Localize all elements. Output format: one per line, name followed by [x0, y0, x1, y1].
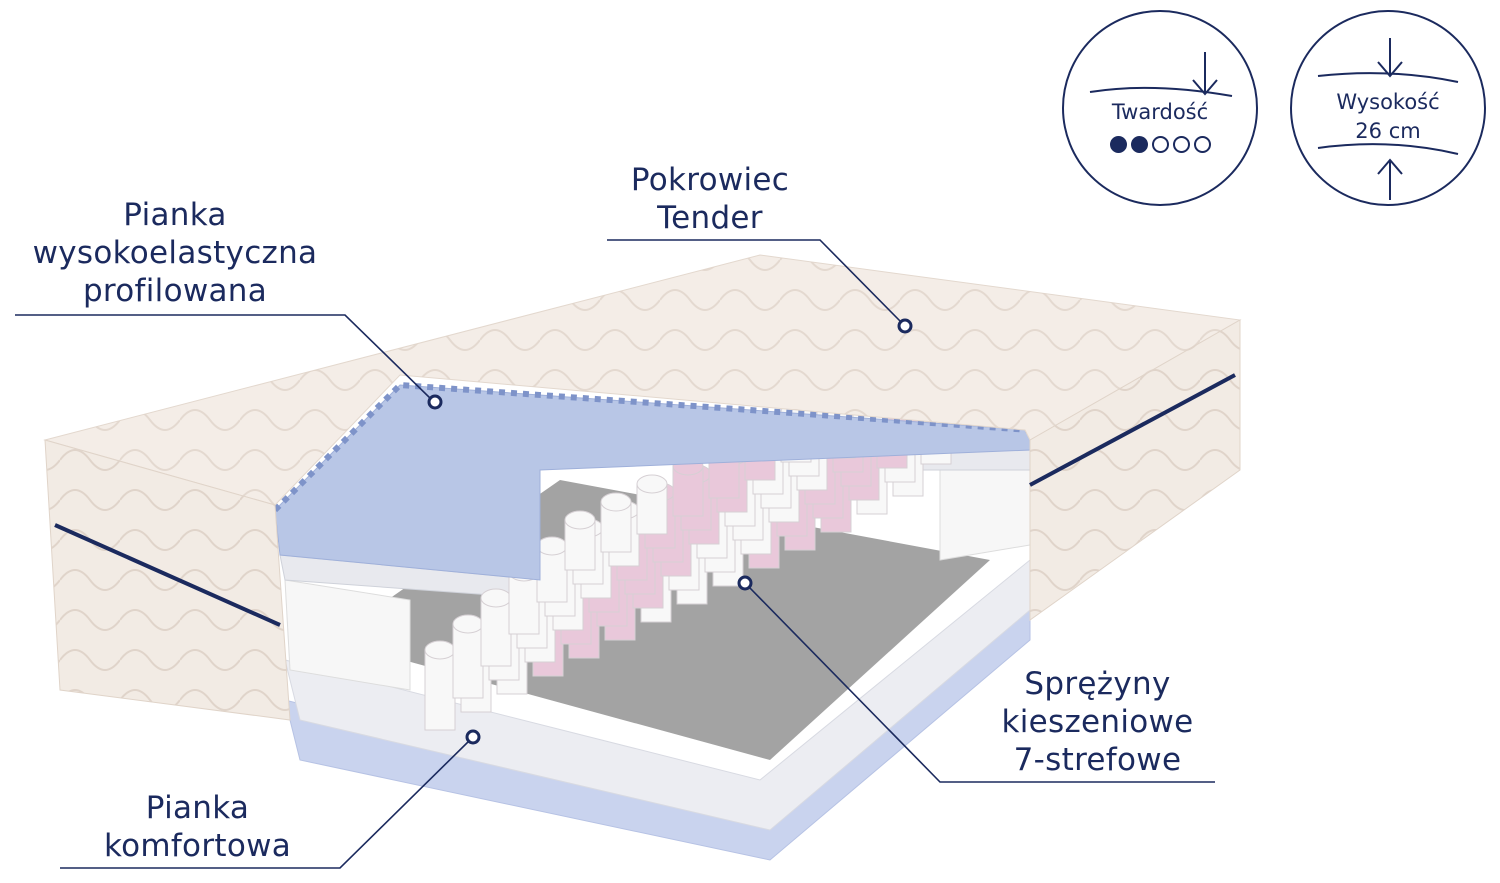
label-line: Sprężyny	[1024, 666, 1171, 702]
callout-dot-cover	[897, 318, 913, 334]
side-foam-block-left	[284, 579, 411, 691]
callout-line-comfort-foam	[60, 739, 471, 869]
firmness-dot-empty	[1193, 136, 1211, 153]
spring-top	[480, 588, 512, 608]
spring-top	[452, 614, 484, 634]
height-label: Wysokość	[1336, 90, 1440, 114]
label-line: Tender	[657, 200, 763, 236]
callout-dot-comfort-foam	[465, 729, 481, 745]
spring-pocket	[480, 597, 512, 667]
label-comfort-foam: Pianka komfortowa	[70, 789, 325, 865]
label-line: wysokoelastyczna	[32, 235, 318, 271]
spring-top	[564, 510, 596, 530]
label-line: Pianka	[145, 790, 250, 826]
label-line: komfortowa	[103, 828, 292, 864]
firmness-dot-empty	[1172, 136, 1190, 153]
firmness-dot-empty	[1151, 136, 1169, 153]
spring-top	[636, 474, 668, 494]
spring-pocket	[424, 649, 456, 731]
height-value: 26 cm	[1355, 119, 1421, 143]
label-line: profilowana	[82, 273, 268, 309]
label-cover: Pokrowiec Tender	[600, 161, 820, 237]
callout-dot-top-foam	[427, 394, 443, 410]
cover-piping-right	[1029, 373, 1236, 487]
firmness-rating	[1064, 136, 1256, 157]
cover-left-pattern	[45, 440, 290, 720]
cover-quilt-pattern	[45, 255, 1240, 505]
spring-top	[424, 640, 456, 660]
callout-line-top-foam	[15, 314, 433, 401]
cover-piping-left	[54, 523, 281, 627]
cover-right-pattern	[1030, 320, 1240, 620]
label-springs: Sprężyny kieszeniowe 7-strefowe	[960, 665, 1235, 779]
firmness-dot-filled	[1109, 136, 1127, 153]
spring-top	[536, 536, 568, 556]
label-top-foam: Pianka wysokoelastyczna profilowana	[15, 196, 335, 310]
label-line: kieszeniowe	[1001, 704, 1194, 740]
firmness-dot-filled	[1130, 136, 1148, 153]
height-badge: Wysokość 26 cm	[1290, 10, 1486, 206]
spring-pocket	[452, 623, 484, 699]
callout-line-springs	[747, 585, 1215, 783]
firmness-badge: Twardość	[1062, 10, 1258, 206]
label-line: Pianka	[123, 197, 227, 233]
callout-line-cover	[607, 239, 903, 324]
label-line: Pokrowiec	[630, 162, 790, 198]
spring-top	[600, 492, 632, 512]
label-line: 7-strefowe	[1013, 742, 1182, 778]
profiled-foam-layer	[274, 384, 1031, 581]
callout-dot-springs	[737, 575, 753, 591]
firmness-label: Twardość	[1111, 100, 1209, 124]
firmness-arrow-icon	[1089, 52, 1233, 97]
height-arrows-icon	[1317, 38, 1459, 200]
